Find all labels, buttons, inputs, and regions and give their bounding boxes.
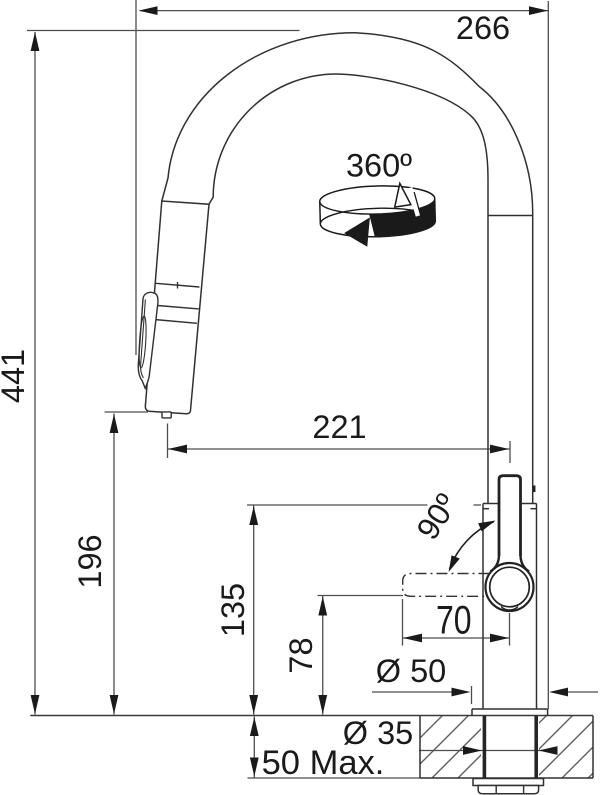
- svg-text:360º: 360º: [346, 148, 412, 184]
- svg-text:78: 78: [283, 637, 319, 673]
- svg-text:266: 266: [456, 10, 510, 46]
- svg-text:90º: 90º: [409, 487, 465, 546]
- svg-text:Ø 35: Ø 35: [343, 715, 413, 751]
- svg-text:70: 70: [436, 597, 472, 642]
- svg-text:196: 196: [72, 534, 108, 588]
- svg-text:221: 221: [312, 409, 366, 445]
- svg-text:50 Max.: 50 Max.: [262, 744, 385, 782]
- svg-text:Ø 50: Ø 50: [376, 653, 446, 689]
- svg-text:135: 135: [215, 583, 251, 637]
- svg-text:441: 441: [0, 349, 31, 403]
